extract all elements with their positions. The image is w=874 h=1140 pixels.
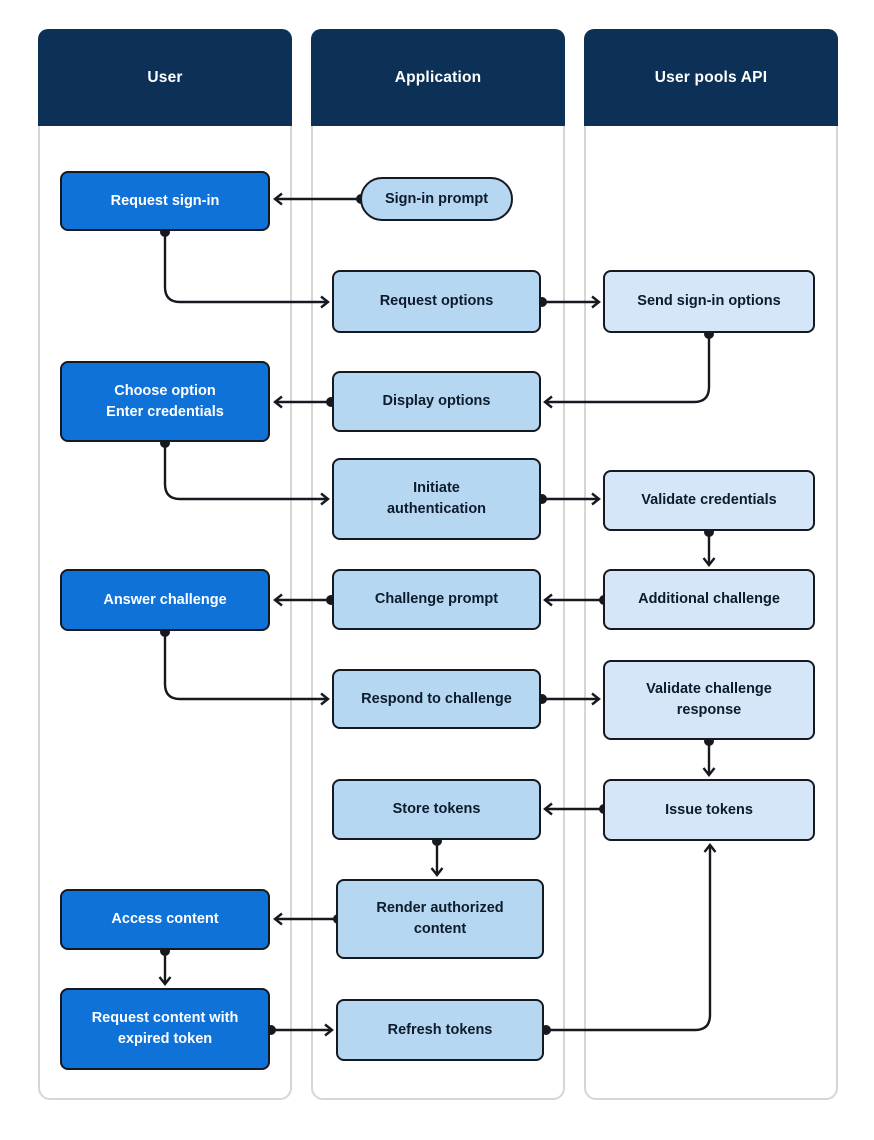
node-label: Request options <box>379 293 494 309</box>
node-send-signin-options: Send sign-in options <box>603 270 815 333</box>
node-refresh-tokens: Refresh tokens <box>336 999 544 1061</box>
node-label: Refresh tokens <box>387 1021 493 1038</box>
node-label: Access content <box>111 911 219 927</box>
node-label: Validate credentials <box>641 492 777 508</box>
lane-header-user: User <box>38 29 292 126</box>
lane-header-application: Application <box>311 29 565 126</box>
node-issue-tokens: Issue tokens <box>603 779 815 841</box>
node-label: Validate challenge response <box>646 681 772 718</box>
node-signin-prompt: Sign-in prompt <box>360 177 513 221</box>
node-choose-option: Choose option Enter credentials <box>60 361 270 442</box>
node-challenge-prompt: Challenge prompt <box>332 569 541 630</box>
node-label: Respond to challenge <box>361 690 512 707</box>
node-label: Initiate authentication <box>386 480 487 517</box>
node-label: Issue tokens <box>665 801 753 818</box>
lane-title: User pools API <box>654 68 768 86</box>
node-label: Additional challenge <box>638 591 780 607</box>
node-label: Render authorized content <box>376 900 504 937</box>
lane-title: User <box>147 68 183 86</box>
node-label: Choose option Enter credentials <box>106 382 224 420</box>
node-label: Request content with expired token <box>91 1010 239 1047</box>
node-respond-to-challenge: Respond to challenge <box>332 669 541 729</box>
node-label: Send sign-in options <box>637 293 781 309</box>
lane-header-user-pools-api: User pools API <box>584 29 838 126</box>
node-access-content: Access content <box>60 889 270 950</box>
node-label: Sign-in prompt <box>384 190 489 207</box>
node-request-options: Request options <box>332 270 541 333</box>
node-label: Request sign-in <box>110 192 220 209</box>
lane-user-pools-api: User pools API <box>584 29 838 1100</box>
node-initiate-authentication: Initiate authentication <box>332 458 541 540</box>
node-request-content-expired: Request content with expired token <box>60 988 270 1070</box>
node-label: Answer challenge <box>103 591 227 608</box>
node-answer-challenge: Answer challenge <box>60 569 270 631</box>
node-label: Store tokens <box>392 801 481 817</box>
node-store-tokens: Store tokens <box>332 779 541 840</box>
lane-title: Application <box>394 68 482 86</box>
node-validate-credentials: Validate credentials <box>603 470 815 531</box>
node-display-options: Display options <box>332 371 541 432</box>
node-request-signin: Request sign-in <box>60 171 270 231</box>
node-label: Challenge prompt <box>374 591 499 607</box>
node-additional-challenge: Additional challenge <box>603 569 815 630</box>
node-render-authorized-content: Render authorized content <box>336 879 544 959</box>
node-label: Display options <box>382 393 491 409</box>
node-validate-challenge-response: Validate challenge response <box>603 660 815 740</box>
